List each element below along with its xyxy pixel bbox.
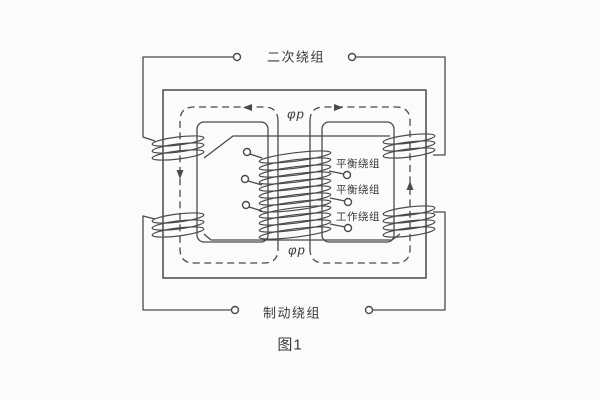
balance1-terminal-left — [242, 147, 252, 157]
braking-wire-left — [142, 215, 235, 311]
balance2-terminal-left — [240, 174, 250, 184]
balance-coil-1 — [258, 150, 332, 185]
balance-winding-1-label: 平衡绕组 — [336, 157, 380, 170]
secondary-wire-right — [352, 56, 446, 156]
balance1-terminal-right — [342, 170, 352, 180]
secondary-winding-label: 二次绕组 — [266, 49, 326, 65]
left-core-window — [196, 121, 269, 243]
balance-coil-2 — [258, 178, 332, 213]
flux-arrow-right-icon — [334, 104, 343, 111]
braking-winding-label: 制动绕组 — [262, 305, 322, 321]
flux-path-right — [309, 106, 411, 264]
braking-terminal-left — [230, 305, 240, 315]
working-left-tap — [248, 206, 263, 212]
flux-arrow-up-icon — [406, 181, 414, 190]
flux-label-bottom: φp — [288, 242, 306, 258]
balance1-right-tap — [328, 170, 345, 175]
flux-label-top: φp — [287, 106, 305, 122]
braking-terminal-right — [364, 305, 374, 315]
working-terminal-left — [241, 200, 251, 210]
working-coil — [258, 205, 332, 240]
braking-coil-left — [151, 212, 205, 238]
secondary-terminal-right — [347, 52, 357, 62]
balance-winding-2-label: 平衡绕组 — [336, 183, 380, 196]
core-outline — [162, 89, 427, 279]
secondary-terminal-left — [232, 52, 242, 62]
balance2-right-tap — [329, 197, 346, 202]
secondary-coil-left — [151, 135, 205, 161]
right-core-window — [321, 121, 395, 243]
balance2-terminal-right — [343, 197, 353, 207]
flux-path-left — [179, 106, 279, 264]
balance2-left-tap — [247, 180, 263, 186]
working-terminal-right — [343, 223, 353, 233]
braking-coil-right — [382, 205, 436, 238]
secondary-wire-left — [142, 56, 237, 142]
braking-link-wire — [203, 233, 401, 241]
flux-arrow-down-icon — [176, 170, 184, 179]
working-winding-label: 工作绕组 — [336, 210, 380, 223]
secondary-link-wire — [203, 135, 390, 159]
figure-caption: 图1 — [277, 336, 303, 354]
balance1-left-tap — [249, 153, 263, 159]
secondary-coil-right — [382, 133, 436, 159]
working-right-tap — [329, 223, 346, 228]
braking-wire-right — [369, 211, 446, 311]
flux-arrow-left-icon — [243, 104, 252, 111]
